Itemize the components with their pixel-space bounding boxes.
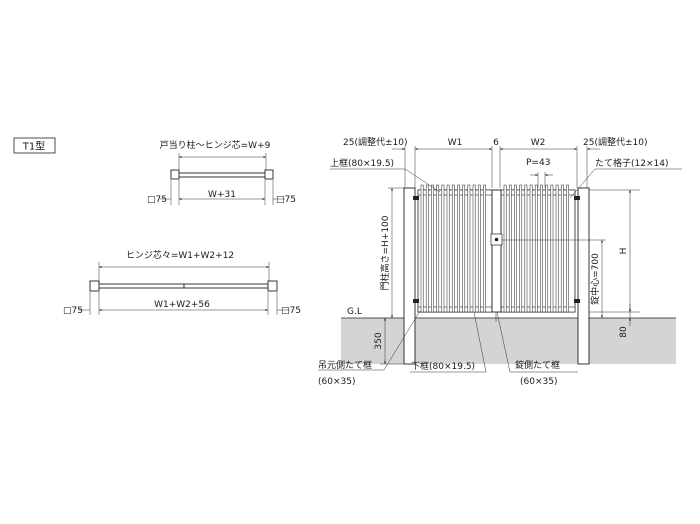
elevation-post-left (403, 187, 416, 365)
top-frame-label: 上框(80×19.5) (330, 157, 394, 169)
pitch-label: P=43 (526, 158, 550, 168)
plan-single-width-label: W+31 (208, 190, 236, 200)
picket-bar (534, 184, 538, 313)
picket-bar (425, 184, 429, 313)
adjust-right-label: 25(調整代±10) (583, 136, 647, 148)
hinge-top-left (413, 196, 419, 200)
plan-double-gate: ヒンジ芯々=W1+W2+12 W1+W2+56 □75 □75 (63, 249, 301, 316)
w1-label: W1 (448, 138, 463, 148)
plan-single-gate: 戸当り柱～ヒンジ芯=W+9 W+31 □75 □75 (147, 139, 296, 205)
plan-double-post-left (89, 280, 100, 292)
picket-bar (550, 184, 554, 313)
hinge-top-right (574, 196, 580, 200)
picket-bar (560, 184, 564, 313)
elevation-view: G.L 25(調整代±10) W1 6 W2 25(調整代±10) (318, 136, 682, 387)
hinge-bottom-right (574, 299, 580, 303)
elevation-leaf-right (500, 184, 576, 313)
picket-bar (555, 184, 559, 313)
picket-bar (467, 184, 471, 313)
picket-bar (436, 184, 440, 313)
picket-bar (472, 184, 476, 313)
type-label-box: T1型 (13, 137, 56, 154)
embed-label: 350 (374, 332, 384, 349)
plan-single-post-left-label: □75 (147, 195, 167, 205)
plan-single-leaf (177, 172, 269, 178)
w2-label: W2 (531, 138, 546, 148)
lock-center-label: 錠中心=700 (589, 253, 601, 305)
post-height-label: 門柱高さ=H+100 (379, 215, 391, 290)
elevation-leaf-left (417, 184, 493, 313)
vertical-bars-label: たて格子(12×14) (595, 157, 668, 169)
plan-double-post-right (267, 280, 278, 292)
elevation-post-right (577, 187, 590, 365)
plan-single-top-label: 戸当り柱～ヒンジ芯=W+9 (160, 139, 271, 151)
plan-single-post-right-label: □75 (276, 195, 296, 205)
hinge-stile-label: 吊元側たて框 (318, 359, 372, 371)
bottom-frame-label: 下框(80×19.5) (411, 360, 475, 372)
picket-bar (446, 184, 450, 313)
clearance-label: 80 (619, 326, 629, 338)
picket-bar (451, 184, 455, 313)
plan-double-leaf-left (97, 283, 185, 289)
picket-bar (514, 184, 517, 313)
plan-double-top-label: ヒンジ芯々=W1+W2+12 (126, 249, 234, 261)
picket-bar (503, 184, 507, 313)
picket-bar (566, 184, 569, 313)
picket-bar (441, 184, 445, 313)
hinge-bottom-left (413, 299, 419, 303)
picket-bar (462, 184, 466, 313)
type-label: T1型 (22, 140, 45, 153)
picket-bar (420, 184, 424, 313)
picket-bar (545, 184, 549, 313)
picket-bar (431, 184, 434, 313)
plan-double-leaf-right (183, 283, 271, 289)
picket-bar (540, 184, 543, 313)
ground-label: G.L (347, 307, 362, 317)
picket-bar (519, 184, 523, 313)
plan-single-post-left (170, 169, 180, 180)
ground-fill (341, 318, 676, 364)
picket-bar (524, 184, 528, 313)
plan-single-post-right (264, 169, 274, 180)
picket-bar (457, 184, 460, 313)
lock-stile-label: 錠側たて框 (515, 359, 560, 371)
picket-bar (508, 184, 512, 313)
picket-bar (529, 184, 533, 313)
hinge-stile-size: (60×35) (318, 377, 355, 387)
lock-stile (491, 189, 502, 313)
picket-bar (483, 184, 486, 313)
height-label: H (619, 248, 629, 255)
adjust-left-label: 25(調整代±10) (343, 136, 407, 148)
plan-double-post-left-label: □75 (63, 306, 83, 316)
plan-double-width-label: W1+W2+56 (154, 300, 210, 310)
picket-bar (477, 184, 481, 313)
plan-double-post-right-label: □75 (281, 306, 301, 316)
gap-label: 6 (493, 138, 499, 148)
lock-stile-size: (60×35) (520, 377, 557, 387)
